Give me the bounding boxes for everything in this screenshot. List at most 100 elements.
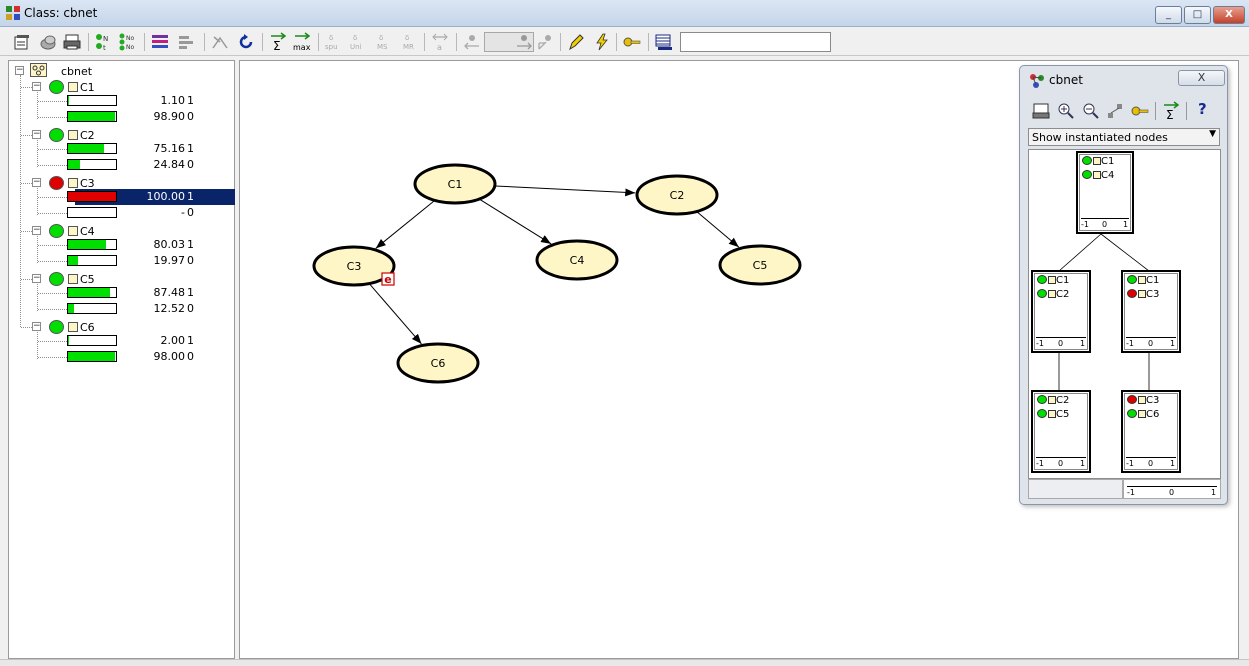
graph-node-c3[interactable]: C3 <box>312 245 396 287</box>
state-belief-bar[interactable] <box>67 207 117 218</box>
node-status-dot[interactable] <box>49 128 64 142</box>
edge-c1-c4[interactable] <box>478 198 552 245</box>
state-belief-bar[interactable] <box>67 159 117 170</box>
node-expander[interactable]: − <box>32 273 41 283</box>
node-status-dot[interactable] <box>49 80 64 94</box>
edge-c2-c5[interactable] <box>696 211 740 248</box>
clique-node-name: C2 <box>1056 289 1070 300</box>
edge-c3-c6[interactable] <box>368 283 422 345</box>
lightning-icon[interactable] <box>592 32 612 52</box>
layout-icon[interactable] <box>150 32 170 52</box>
max-propagate-icon[interactable]: max <box>292 32 312 52</box>
properties-icon[interactable] <box>12 32 32 52</box>
layout-icon[interactable] <box>1105 101 1125 121</box>
node-filter-dropdown[interactable]: Show instantiated nodes ▼ <box>1028 128 1220 146</box>
selected-state-row[interactable] <box>75 189 243 205</box>
clique-node-type-icon <box>1048 290 1056 298</box>
help-icon[interactable]: ? <box>1198 100 1207 118</box>
clique-node-type-icon <box>1048 396 1056 404</box>
edge-c1-c3[interactable] <box>375 200 436 249</box>
tree-node-label[interactable]: C1 <box>80 81 95 94</box>
clique-node-row: C3 <box>1127 395 1159 406</box>
slider-icon[interactable] <box>514 32 534 52</box>
junction-tree-window[interactable]: cbnet X Σ ? Show instantiated nodes ▼ C1… <box>1019 65 1228 505</box>
pencil-icon[interactable] <box>566 32 586 52</box>
zoom-out-icon[interactable] <box>1081 101 1101 121</box>
key-icon[interactable] <box>622 32 642 52</box>
arrow-a-icon[interactable]: a <box>430 32 450 52</box>
state-belief-bar[interactable] <box>67 351 117 362</box>
state-label: 0 <box>187 158 194 171</box>
edge-c1-c2[interactable] <box>494 185 636 197</box>
graph-node-label: C6 <box>431 357 446 370</box>
key-icon[interactable] <box>1130 101 1150 121</box>
node-expander[interactable]: − <box>32 129 41 139</box>
zoom-nodes-icon[interactable] <box>536 32 556 52</box>
node-status-dot[interactable] <box>49 224 64 238</box>
print-icon[interactable] <box>62 32 82 52</box>
state-belief-bar[interactable] <box>67 239 117 250</box>
junction-window-close-button[interactable]: X <box>1178 70 1225 86</box>
tree-node-label[interactable]: C3 <box>80 177 95 190</box>
graph-node-c1[interactable]: C1 <box>413 163 497 205</box>
print-icon[interactable] <box>1031 101 1051 121</box>
chevron-down-icon[interactable]: ▼ <box>1209 129 1216 139</box>
show-table-icon[interactable]: Nt <box>94 32 114 52</box>
toolbar-text-input[interactable] <box>680 32 831 52</box>
node-status-dot[interactable] <box>49 320 64 334</box>
clique-node-type-icon <box>1093 171 1101 179</box>
root-expander[interactable]: − <box>15 65 24 75</box>
tree-node-label[interactable]: C5 <box>80 273 95 286</box>
axis-tick-label: -1 <box>1036 459 1044 468</box>
graph-node-c2[interactable]: C2 <box>635 174 719 216</box>
node-expander[interactable]: − <box>32 225 41 235</box>
sum-propagate-icon[interactable]: Σ <box>1161 101 1181 121</box>
state-belief-bar[interactable] <box>67 287 117 298</box>
maximize-button[interactable]: □ <box>1184 6 1211 24</box>
state-belief-bar[interactable] <box>67 191 117 202</box>
left-arrow-icon[interactable] <box>462 32 482 52</box>
tree-connector <box>38 357 67 358</box>
tree-node-label[interactable]: C2 <box>80 129 95 142</box>
zoom-in-icon[interactable] <box>1056 101 1076 121</box>
clique-node-row: C2 <box>1037 289 1069 300</box>
pane-splitter[interactable] <box>235 60 239 659</box>
close-button[interactable]: X <box>1213 6 1245 24</box>
state-belief-bar[interactable] <box>67 335 117 346</box>
hide-icon[interactable] <box>38 32 58 52</box>
mr-icon[interactable]: δMR <box>400 32 420 52</box>
node-expander[interactable]: − <box>32 81 41 91</box>
table-grid-icon[interactable] <box>654 32 674 52</box>
tree-node-label[interactable]: C4 <box>80 225 95 238</box>
state-label: 1 <box>187 142 194 155</box>
node-status-dot[interactable] <box>49 176 64 190</box>
node-expander[interactable]: − <box>32 321 41 331</box>
reroute-icon[interactable] <box>210 32 230 52</box>
refresh-icon[interactable] <box>236 32 256 52</box>
graph-node-c5[interactable]: C5 <box>718 244 802 286</box>
node-status-dot[interactable] <box>49 272 64 286</box>
align-icon[interactable] <box>176 32 196 52</box>
minimize-button[interactable]: _ <box>1155 6 1182 24</box>
ms-icon[interactable]: δMS <box>374 32 394 52</box>
state-belief-bar[interactable] <box>67 111 117 122</box>
graph-node-c6[interactable]: C6 <box>396 342 480 384</box>
state-belief-bar[interactable] <box>67 95 117 106</box>
tree-node-label[interactable]: C6 <box>80 321 95 334</box>
state-belief-bar[interactable] <box>67 303 117 314</box>
axis-tick-label: 1 <box>1123 220 1129 229</box>
state-belief-bar[interactable] <box>67 143 117 154</box>
state-belief-bar[interactable] <box>67 255 117 266</box>
node-expander[interactable]: − <box>32 177 41 187</box>
graph-node-c4[interactable]: C4 <box>535 239 619 281</box>
sum-propagate-icon[interactable]: Σ <box>268 32 288 52</box>
